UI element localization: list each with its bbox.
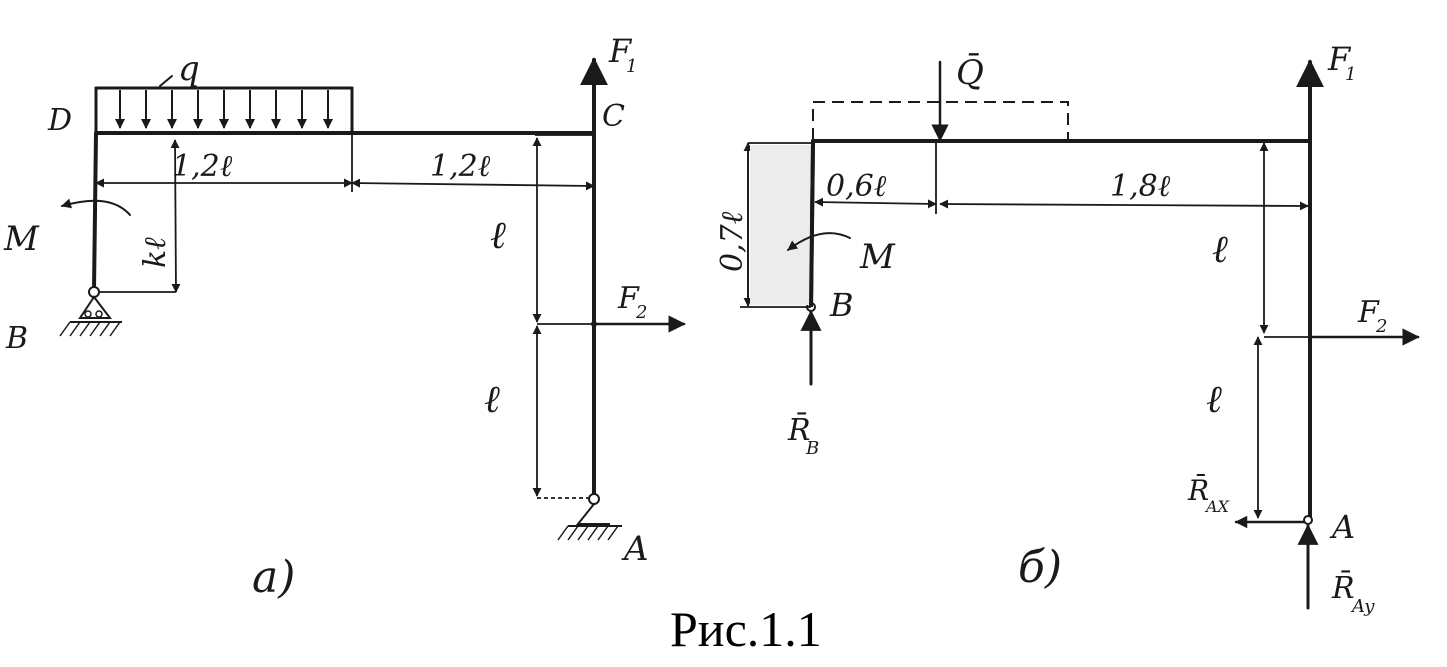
dim-right-label: 1,2ℓ [430, 149, 491, 184]
dim-lower-label-b: ℓ [1206, 377, 1222, 421]
reaction-rax-label: R̄ [1187, 473, 1209, 507]
force-f2-label: F [617, 281, 640, 316]
dim-height-left-label: kℓ [138, 237, 173, 268]
reaction-ray-label: R̄ [1331, 570, 1355, 606]
figure-caption: Рис.1.1 [670, 601, 822, 657]
force-f1-label: F [608, 32, 633, 70]
panel-a-label: а) [252, 552, 295, 603]
reaction-ray-subscript: Ay [1350, 596, 1375, 617]
distributed-load-q [94, 75, 354, 134]
moment-m-label: M [3, 219, 40, 259]
node-a-label-b: A [1329, 508, 1355, 546]
node-b-label-b: B [829, 286, 854, 324]
moment-m-arc-b [787, 232, 851, 251]
panel-b: Q̄ F 1 F 2 M B A 0,6ℓ 1,8ℓ 0,7ℓ ℓ ℓ R̄ B… [715, 40, 1420, 617]
dashed-load-area [812, 101, 1069, 140]
support-a [557, 493, 622, 541]
reaction-rb-label: R̄ [787, 412, 811, 448]
column-db [92, 131, 98, 292]
support-b [59, 286, 122, 337]
moment-m-label-b: M [859, 237, 896, 277]
dim-right-label-b: 1,8ℓ [1110, 169, 1171, 204]
force-f2-label-b: F [1357, 295, 1380, 330]
dim-upper-label: ℓ [490, 213, 506, 257]
dim-left-label: 1,2ℓ [172, 149, 233, 184]
node-d-label: D [47, 103, 72, 138]
dim-upper-label-b: ℓ [1212, 227, 1228, 271]
node-c-label: C [602, 99, 625, 134]
moment-m-arc [61, 198, 131, 216]
node-a-label: A [621, 529, 649, 569]
force-f2-subscript-b: 2 [1375, 316, 1387, 337]
reaction-rb-subscript: B [805, 438, 819, 459]
panel-b-label: б) [1018, 542, 1062, 593]
dimension-lines-a [94, 133, 595, 499]
dim-height-left-label-b: 0,7ℓ [715, 211, 750, 272]
dim-lower-label: ℓ [484, 377, 500, 421]
load-q-label: q [178, 49, 200, 89]
node-b-label: B [5, 321, 28, 356]
force-f1-subscript-b: 1 [1345, 64, 1356, 85]
force-f1-subscript: 1 [626, 56, 637, 77]
dim-left-label-b: 0,6ℓ [826, 169, 887, 204]
force-f2-subscript: 2 [635, 302, 647, 323]
force-f1-label-b: F [1327, 40, 1352, 78]
reaction-rax-subscript: AX [1204, 497, 1230, 516]
force-q-label: Q̄ [956, 52, 984, 93]
panel-a: q D C B A F 1 F 2 M 1,2ℓ 1,2ℓ kℓ ℓ ℓ а) [3, 32, 686, 603]
shaded-region [750, 145, 810, 305]
